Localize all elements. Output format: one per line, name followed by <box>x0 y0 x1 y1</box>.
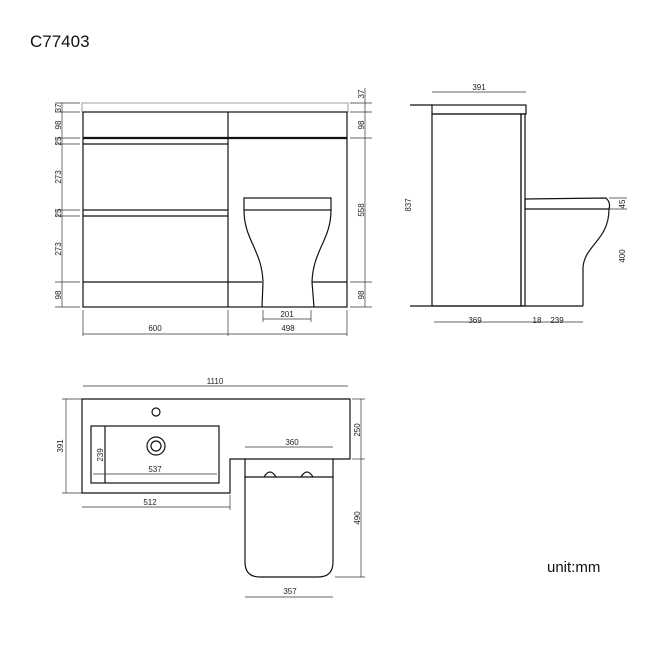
tap-hole <box>151 407 161 417</box>
dim-label: 490 <box>353 511 362 525</box>
dim-label: 239 <box>96 448 105 462</box>
dim-label: 98 <box>357 120 366 129</box>
dim-label: 357 <box>283 587 297 596</box>
dim-label: 837 <box>404 198 413 212</box>
dim-label: 1110 <box>207 377 224 386</box>
dim-label: 600 <box>148 324 162 333</box>
dim-label: 498 <box>281 324 295 333</box>
dim-label: 391 <box>56 439 65 453</box>
unit-label: unit:mm <box>547 559 601 576</box>
drain <box>146 436 166 456</box>
toilet-front <box>243 197 332 308</box>
dim-label: 239 <box>550 316 564 325</box>
door <box>520 113 526 307</box>
dim-label: 558 <box>357 203 366 217</box>
vanity-outline <box>81 398 351 494</box>
toilet-pan <box>582 208 610 306</box>
dim-label: 360 <box>285 438 299 447</box>
side-view: 391 837 369 18 239 45 400 <box>404 83 627 325</box>
dim-label: 391 <box>472 83 486 92</box>
drawing-title: C77403 <box>30 32 90 51</box>
toilet-top <box>244 459 334 578</box>
top-view: 1110 391 239 537 512 360 250 490 357 <box>56 377 365 598</box>
dim-label: 98 <box>357 290 366 299</box>
dim-label: 400 <box>618 249 627 263</box>
dim-label: 37 <box>54 103 63 112</box>
cabinet-body <box>431 113 522 307</box>
dim-label: 45 <box>618 199 627 208</box>
dim-label: 25 <box>54 136 63 145</box>
countertop <box>431 104 527 115</box>
dim-label: 537 <box>148 465 162 474</box>
dim-label: 98 <box>54 120 63 129</box>
dim-label: 201 <box>280 310 294 319</box>
dim-label: 25 <box>54 208 63 217</box>
dim-label: 273 <box>54 170 63 184</box>
front-view: 37 98 25 273 25 273 98 37 98 558 98 201 … <box>54 88 372 336</box>
toilet-seat <box>524 197 611 210</box>
dim-label: 512 <box>143 498 157 507</box>
dim-label: 37 <box>357 89 366 98</box>
dim-label: 18 <box>533 316 542 325</box>
countertop <box>81 102 349 113</box>
dim-label: 98 <box>54 290 63 299</box>
dim-label: 369 <box>468 316 482 325</box>
dim-label: 273 <box>54 242 63 256</box>
dim-label: 250 <box>353 423 362 437</box>
basin <box>90 425 220 484</box>
